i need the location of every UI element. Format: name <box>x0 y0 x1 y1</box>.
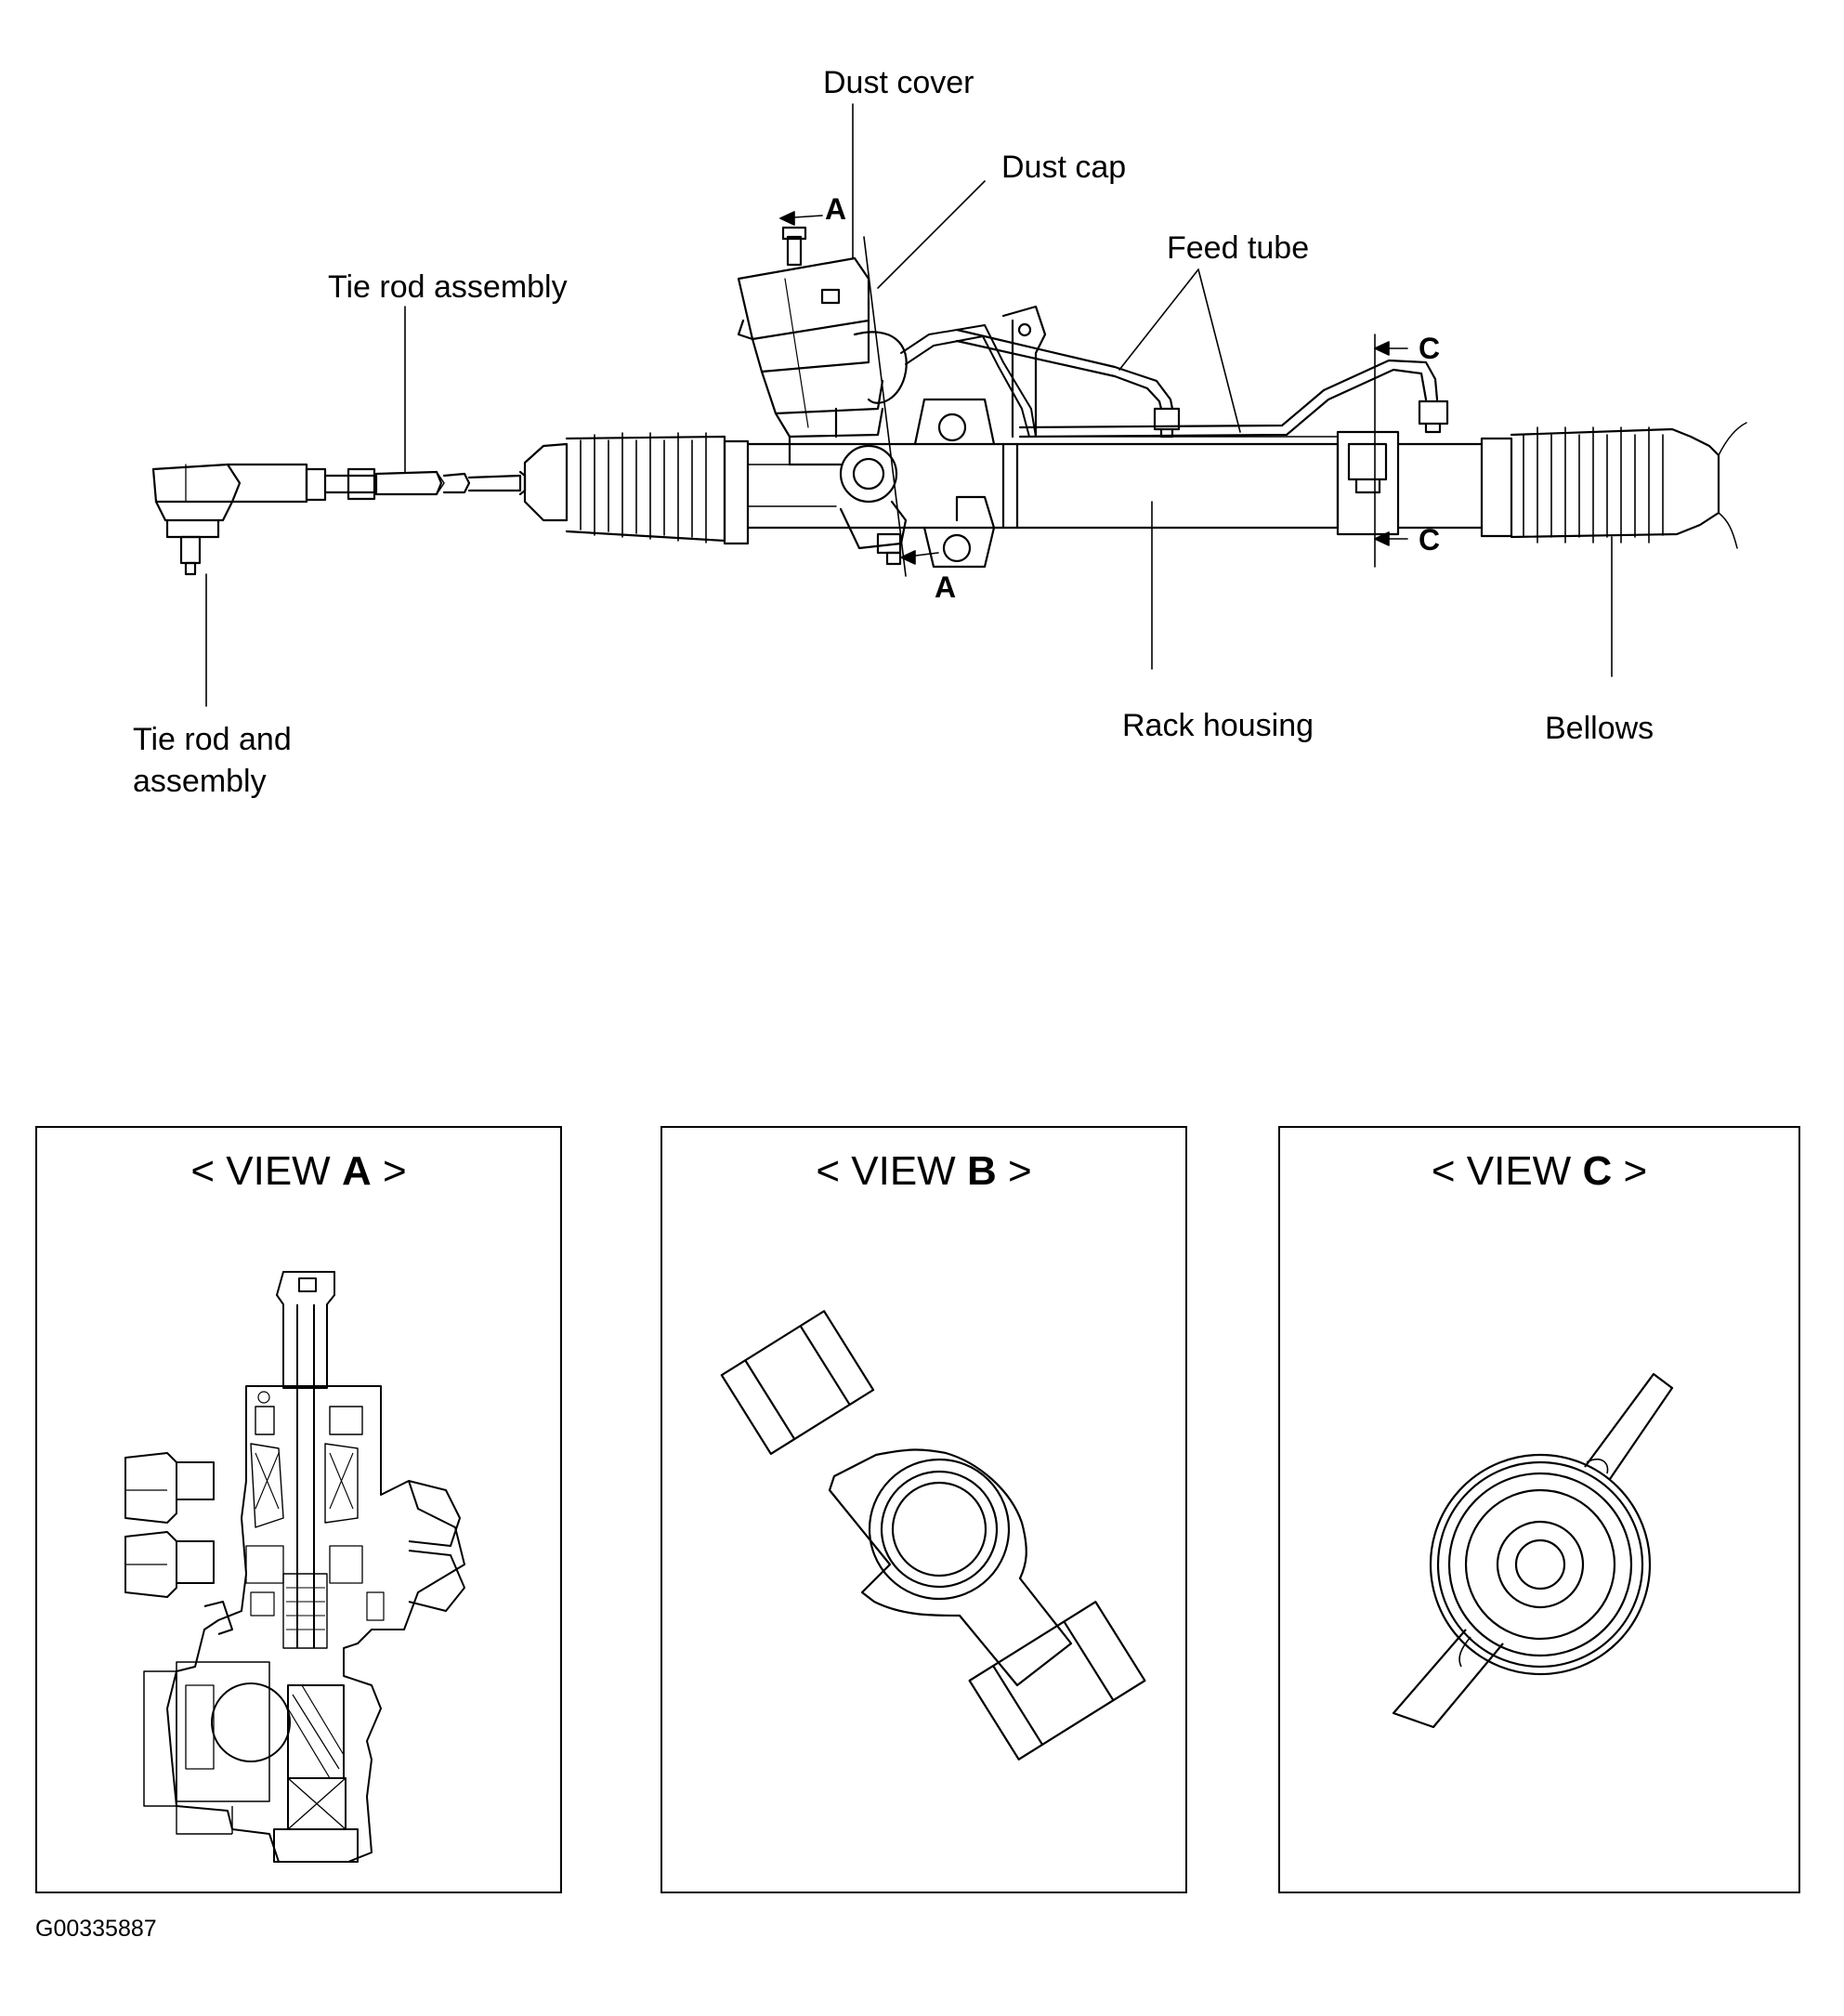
section-mark-a-bottom: A <box>935 570 957 604</box>
label-tie-rod-end-line2: assembly <box>133 764 267 799</box>
label-feed-tube: Feed tube <box>1167 230 1310 266</box>
view-b-bracket-drawing <box>720 1310 1146 1761</box>
view-a-title: < VIEW A > <box>37 1148 560 1195</box>
view-c-panel: < VIEW C > <box>1278 1126 1800 1893</box>
label-dust-cap: Dust cap <box>1001 150 1127 185</box>
view-b-title-letter: B <box>966 1148 997 1194</box>
section-line-c <box>1374 334 1408 568</box>
section-mark-a-top: A <box>825 192 847 226</box>
view-b-title-suffix: > <box>996 1148 1032 1194</box>
tie-rod-end <box>151 463 327 576</box>
tie-rod <box>323 467 527 501</box>
label-dust-cover: Dust cover <box>823 65 974 100</box>
feed-tubes <box>900 324 1449 439</box>
section-line-a <box>779 211 939 577</box>
section-mark-c-bottom: C <box>1419 523 1441 556</box>
view-c-clamp-drawing <box>1392 1372 1674 1729</box>
figure-code: G00335887 <box>35 1916 157 1942</box>
view-b-title-prefix: < VIEW <box>816 1148 967 1194</box>
section-mark-c-top: C <box>1419 332 1441 365</box>
view-b-panel: < VIEW B > <box>660 1126 1187 1893</box>
view-a-title-prefix: < VIEW <box>190 1148 342 1194</box>
view-c-title: < VIEW C > <box>1280 1148 1798 1195</box>
label-tie-rod-end-line1: Tie rod and <box>133 722 292 757</box>
label-tie-rod-assembly: Tie rod assembly <box>328 269 568 305</box>
view-a-cross-section <box>124 1271 465 1863</box>
steering-gear-assembly-drawing <box>151 103 1747 707</box>
view-c-title-prefix: < VIEW <box>1431 1148 1583 1194</box>
right-bellows <box>1510 422 1747 549</box>
label-bellows: Bellows <box>1545 711 1654 746</box>
view-a-title-suffix: > <box>371 1148 407 1194</box>
view-c-title-letter: C <box>1582 1148 1613 1194</box>
left-bellows <box>523 432 750 545</box>
valve-body <box>737 226 908 566</box>
view-a-title-letter: A <box>341 1148 372 1194</box>
label-rack-housing: Rack housing <box>1122 708 1314 743</box>
leader-lines <box>205 103 1613 707</box>
view-a-panel: < VIEW A > <box>35 1126 562 1893</box>
view-b-title: < VIEW B > <box>662 1148 1185 1195</box>
view-c-title-suffix: > <box>1612 1148 1648 1194</box>
mounting-brackets <box>913 305 1047 569</box>
